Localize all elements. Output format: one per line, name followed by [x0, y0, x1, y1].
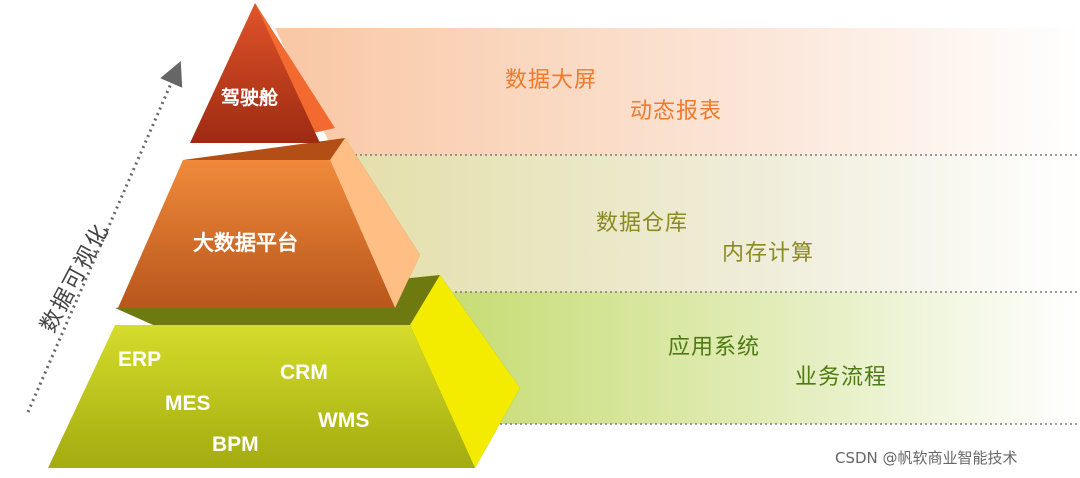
- band-top: [275, 28, 1080, 155]
- system-label-bpm: BPM: [212, 433, 259, 456]
- system-label-crm: CRM: [280, 361, 328, 384]
- band-bot-item-1: 应用系统: [668, 335, 761, 360]
- axis-arrow: [26, 60, 183, 413]
- system-label-mes: MES: [165, 392, 211, 415]
- tier-label-cockpit: 驾驶舱: [221, 87, 279, 109]
- band-mid-item-2: 内存计算: [722, 241, 815, 266]
- tier-label-bigdata: 大数据平台: [193, 231, 298, 255]
- band-mid: [345, 155, 1080, 292]
- band-top-item-1: 数据大屏: [505, 68, 598, 93]
- tier-bottom-side: [410, 275, 520, 468]
- band-top-item-2: 动态报表: [630, 99, 723, 124]
- tier-bottom-front: [48, 325, 475, 468]
- band-bot-item-2: 业务流程: [795, 365, 888, 390]
- tier-top-front: [190, 3, 320, 143]
- band-bot: [440, 292, 1080, 424]
- watermark: CSDN @帆软商业智能技术: [835, 449, 1018, 467]
- system-label-wms: WMS: [318, 409, 370, 432]
- system-label-erp: ERP: [118, 348, 162, 371]
- tier-middle-front: [118, 160, 395, 308]
- tier-middle-side: [330, 138, 420, 308]
- band-mid-item-1: 数据仓库: [596, 211, 689, 236]
